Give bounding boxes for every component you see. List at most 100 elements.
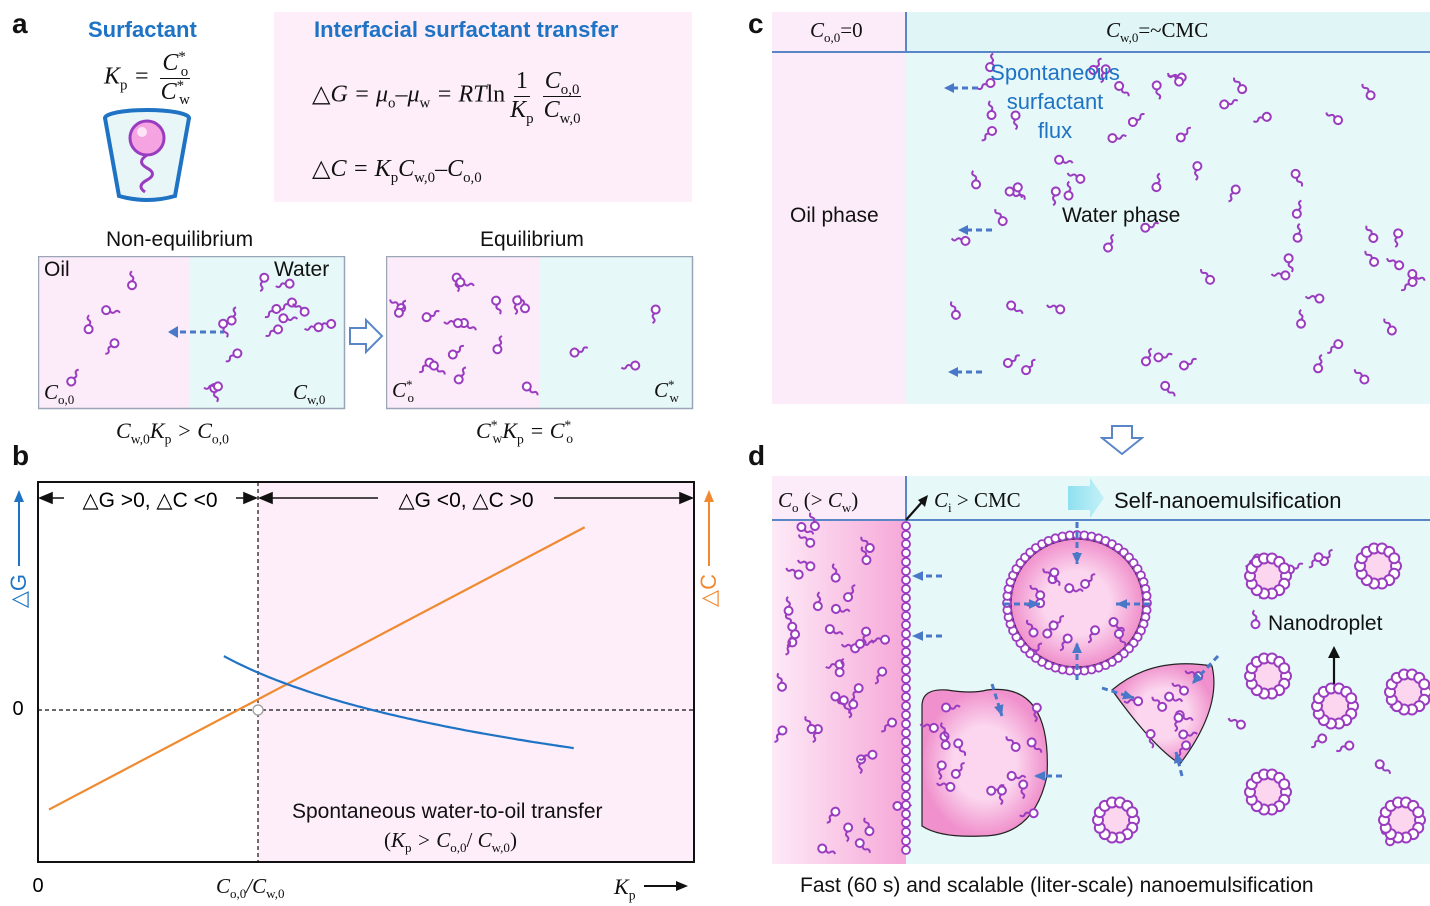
surfactant-molecule xyxy=(1292,223,1303,243)
surfactant-molecule xyxy=(950,235,971,246)
surfactant-molecule xyxy=(453,366,467,385)
surfactant-molecule xyxy=(1087,625,1101,644)
surfactant-molecule xyxy=(843,584,856,603)
panel-a-label: a xyxy=(12,8,28,39)
surfactant-molecule xyxy=(66,368,79,387)
nanodroplet-label: Nanodroplet xyxy=(1268,612,1383,635)
surfactant-molecule xyxy=(1046,304,1066,315)
surfactant-molecule xyxy=(1178,729,1198,740)
surfactant-molecule xyxy=(986,100,997,120)
surfactant-title: Surfactant xyxy=(88,17,197,42)
surfactant-molecule xyxy=(783,596,794,616)
surfactant-molecule xyxy=(1283,253,1294,273)
surfactant-molecule xyxy=(1200,269,1216,285)
surfactant-molecule xyxy=(936,760,947,780)
surfactant-molecule xyxy=(1364,250,1380,267)
surfactant-molecule xyxy=(1365,225,1379,243)
nanodroplet xyxy=(1244,768,1292,816)
surfactant-molecule xyxy=(843,822,854,843)
oil-phase-label: Oil phase xyxy=(790,204,879,227)
surfactant-molecule xyxy=(1327,339,1344,354)
surfactant-molecule xyxy=(874,666,888,685)
surfactant-molecule xyxy=(971,170,982,190)
nanodroplet xyxy=(1244,652,1292,700)
surfactant-molecule xyxy=(1006,300,1024,314)
surfactant-molecule xyxy=(1176,740,1192,757)
surfactant-molecule xyxy=(1270,270,1291,281)
surfactant-molecule xyxy=(826,806,841,824)
surfactant-molecule xyxy=(953,738,967,757)
surfactant-molecule xyxy=(226,306,237,326)
surfactant-molecule xyxy=(1400,277,1418,292)
surfactant-molecule xyxy=(1026,737,1043,753)
surfactant-molecule xyxy=(785,567,804,580)
surfactant-molecule xyxy=(850,683,864,701)
noneq-title: Non-equilibrium xyxy=(106,228,254,251)
nanodroplet xyxy=(1244,552,1292,600)
surfactant-molecule xyxy=(1114,81,1130,97)
y-zero-tick: 0 xyxy=(12,698,23,720)
surfactant-molecule xyxy=(1012,182,1026,200)
surfactant-molecule xyxy=(985,52,996,73)
surfactant-molecule xyxy=(1006,770,1027,781)
surfactant-molecule xyxy=(1010,110,1021,131)
surfactant-molecule xyxy=(492,335,503,355)
surfactant-molecule xyxy=(491,295,502,315)
surfactant-molecule xyxy=(1021,358,1036,376)
surfactant-molecule xyxy=(797,559,816,572)
region-right-label: △G <0, △C >0 xyxy=(398,489,533,512)
nanodroplet xyxy=(1378,796,1426,844)
surfactant-molecule xyxy=(1167,72,1185,87)
oil-conc-c: Co,0=0 xyxy=(810,18,863,46)
surfactant-molecule xyxy=(455,277,475,288)
transfer-equation-box xyxy=(274,12,692,202)
delta-c-series-line xyxy=(48,526,586,811)
surfactant-molecule xyxy=(936,781,956,792)
surfactant-molecule xyxy=(105,338,120,355)
process-label: Self-nanoemulsification xyxy=(1114,488,1342,513)
surfactant-molecule xyxy=(443,318,463,329)
surfactant-molecule xyxy=(1145,729,1156,749)
surfactant-molecule xyxy=(919,722,939,733)
oil-label: Oil xyxy=(44,258,70,281)
c-o0-label: Co,0 xyxy=(44,380,75,408)
surfactant-molecule xyxy=(1296,308,1307,329)
nonequilibrium-box xyxy=(38,256,346,410)
surfactant-molecule xyxy=(1048,615,1065,631)
region-left-label: △G >0, △C <0 xyxy=(82,489,217,512)
transfer-title: Interfacial surfactant transfer xyxy=(314,17,619,42)
surfactant-molecule xyxy=(1178,357,1197,371)
surfactant-molecule xyxy=(259,272,270,292)
noneq-condition: Cw,0Kp > Co,0 xyxy=(116,418,229,447)
y-left-axis-label: △G xyxy=(6,574,31,608)
nanodroplet xyxy=(1354,542,1402,590)
surfactant-molecule xyxy=(861,626,872,647)
surfactant-molecule xyxy=(1029,585,1046,601)
nanodroplet xyxy=(1311,682,1359,730)
surfactant-molecule xyxy=(786,629,801,647)
nanodroplet xyxy=(1384,668,1430,716)
surfactant-molecule xyxy=(101,305,121,316)
spontaneous-annotation-line1: Spontaneous water-to-oil transfer xyxy=(292,800,603,823)
surfactant-molecule xyxy=(1123,696,1144,707)
surfactant-molecule xyxy=(83,314,94,335)
surfactant-molecule xyxy=(1002,354,1021,368)
delta-g-series-line xyxy=(223,655,574,750)
surfactant-molecule xyxy=(620,360,641,371)
surfactant-molecule xyxy=(1054,154,1074,165)
surfactant-molecule xyxy=(1113,628,1127,647)
surfactant-molecule xyxy=(1064,583,1084,594)
surfactant-molecule xyxy=(1374,759,1391,774)
surfactant-molecule xyxy=(1103,233,1115,253)
surfactant-molecule xyxy=(225,348,243,363)
delta-c-equation: △C = KpCw,0–Co,0 xyxy=(312,156,482,186)
surfactant-molecule xyxy=(1171,682,1190,696)
surfactant-molecule xyxy=(1005,736,1021,752)
surfactant-molecule xyxy=(858,749,878,761)
surfactant-molecule xyxy=(1080,573,1096,589)
surfactant-molecule xyxy=(1173,712,1184,733)
surfactant-molecule xyxy=(940,730,951,751)
surfactant-molecule xyxy=(1018,779,1029,800)
